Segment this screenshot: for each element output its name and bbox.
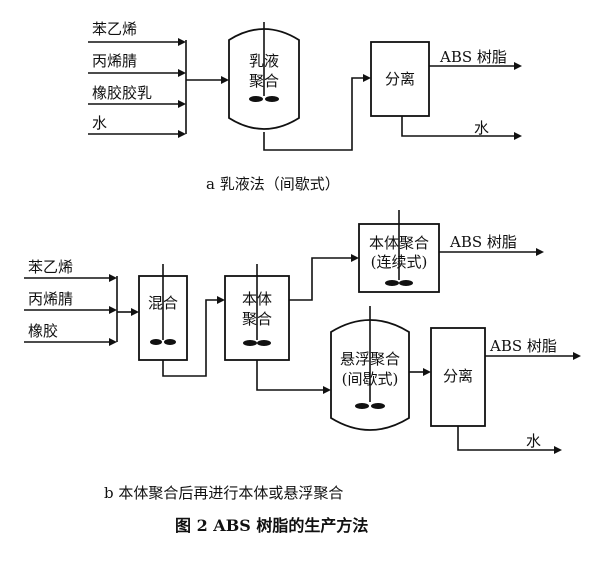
- product-b-bottom: ABS 树脂: [489, 337, 557, 355]
- outputs-a: [401, 62, 522, 140]
- byproduct-b: 水: [526, 432, 541, 450]
- input-b-styrene: 苯乙烯: [28, 258, 73, 276]
- input-a-water: 水: [92, 114, 107, 132]
- caption-b: b 本体聚合后再进行本体或悬浮聚合: [104, 484, 343, 502]
- flow-a-reactor-to-separator: [263, 74, 371, 151]
- input-lines-b: [24, 274, 139, 346]
- emulsion-reactor-label-2: 聚合: [249, 72, 279, 90]
- diagram-b: 苯乙烯 丙烯腈 橡胶 混合 本体: [24, 210, 581, 502]
- diagram-a: 苯乙烯 丙烯腈 橡胶胶乳 水 乳液 聚合 分离: [88, 20, 522, 193]
- flow-b-mixer-to-bulk: [162, 296, 225, 377]
- input-b-rubber: 橡胶: [28, 322, 58, 340]
- suspension-reactor: 悬浮聚合 (间歇式): [330, 306, 410, 431]
- input-a-styrene: 苯乙烯: [92, 20, 137, 38]
- input-a-rubber-latex: 橡胶胶乳: [92, 84, 152, 102]
- product-a: ABS 树脂: [439, 48, 507, 66]
- flow-b-bulk-to-suspension: [256, 360, 331, 394]
- separator-a-label: 分离: [385, 70, 415, 88]
- input-b-acrylonitrile: 丙烯腈: [28, 290, 73, 308]
- product-b-top: ABS 树脂: [449, 233, 517, 251]
- suspension-label-1: 悬浮聚合: [340, 350, 400, 368]
- figure-title: 图 2 ABS 树脂的生产方法: [175, 516, 368, 535]
- separator-b-label: 分离: [443, 367, 473, 385]
- mixer-b: 混合: [138, 264, 188, 361]
- bulk-label-1: 本体: [242, 290, 272, 308]
- emulsion-reactor: 乳液 聚合: [228, 22, 300, 130]
- continuous-label-2: (连续式): [371, 253, 428, 271]
- input-a-acrylonitrile: 丙烯腈: [92, 52, 137, 70]
- bulk-label-2: 聚合: [242, 310, 272, 328]
- byproduct-a: 水: [474, 119, 489, 137]
- continuous-label-1: 本体聚合: [369, 234, 429, 252]
- input-lines-a: [88, 38, 229, 138]
- flow-b-bulk-to-continuous: [289, 254, 359, 301]
- separator-a: [370, 41, 430, 117]
- emulsion-reactor-label-1: 乳液: [249, 52, 279, 70]
- suspension-label-2: (间歇式): [342, 370, 399, 388]
- caption-a: a 乳液法（间歇式）: [206, 175, 340, 193]
- separator-b: [430, 327, 486, 427]
- mixer-label: 混合: [148, 294, 178, 312]
- arrowhead-to-separator-b: [423, 368, 431, 376]
- arrowhead-continuous-out: [536, 248, 544, 256]
- outputs-b: [457, 352, 581, 454]
- bulk-reactor: 本体 聚合: [224, 264, 290, 361]
- continuous-reactor: 本体聚合 (连续式): [358, 210, 440, 293]
